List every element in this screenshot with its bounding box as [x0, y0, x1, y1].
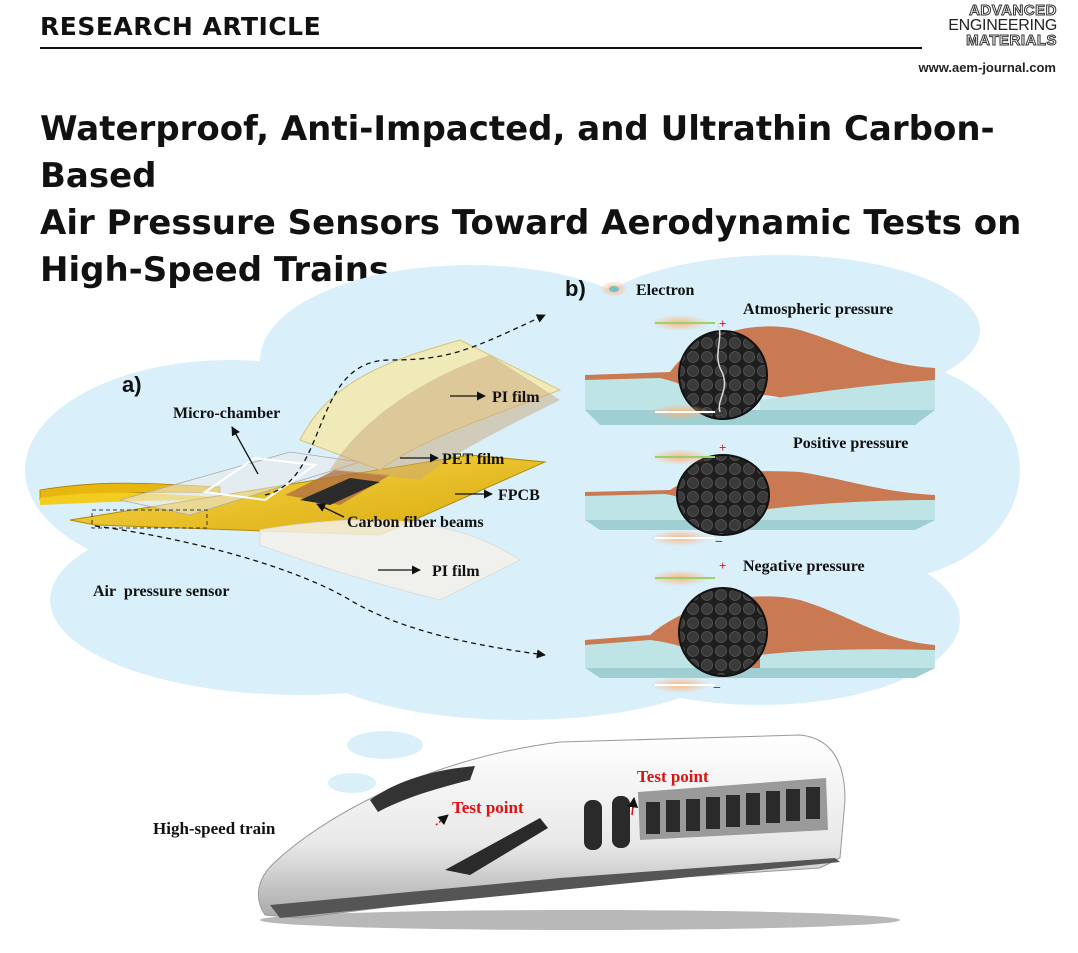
plus-sign-3: + — [719, 558, 726, 573]
plus-sign-2: + — [719, 440, 726, 455]
dashed-connector-bottom — [94, 525, 546, 659]
logo-line-2: ENGINEERING — [948, 17, 1057, 34]
micro-chamber-arrow — [231, 426, 259, 475]
title-line-3: High-Speed Trains — [40, 250, 390, 290]
journal-url[interactable]: www.aem-journal.com — [918, 60, 1057, 75]
minus-sign-1: − — [715, 409, 723, 424]
header-rule — [40, 47, 922, 49]
panel-a-label: a) — [122, 372, 142, 397]
minus-sign-3: − — [713, 681, 721, 696]
carbon-fiber-arrow — [316, 503, 345, 518]
pet-film-label: PET film — [442, 451, 505, 468]
micro-chamber-label: Micro-chamber — [173, 405, 280, 422]
negative-pressure-diagram: + − — [585, 558, 935, 696]
journal-logo[interactable]: ADVANCED ENGINEERING MATERIALS — [925, 2, 1057, 49]
fpcb-label: FPCB — [498, 487, 540, 504]
electron-legend-label: Electron — [636, 282, 694, 299]
title-line-2: Air Pressure Sensors Toward Aerodynamic … — [40, 203, 1022, 243]
logo-line-1: ADVANCED — [969, 2, 1057, 19]
pi-film-bottom-label: PI film — [432, 563, 480, 580]
high-speed-train-caption: High-speed train — [153, 819, 276, 838]
atmospheric-pressure-diagram: + − — [585, 315, 935, 425]
positive-pressure-diagram: + − — [585, 440, 935, 550]
panel-b-label: b) — [565, 276, 586, 301]
title-line-1: Waterproof, Anti-Impacted, and Ultrathin… — [40, 109, 995, 196]
carbon-fiber-beams-label: Carbon fiber beams — [347, 514, 484, 531]
pi-film-top-label: PI film — [492, 389, 540, 406]
article-title: Waterproof, Anti-Impacted, and Ultrathin… — [40, 106, 1040, 294]
negative-pressure-label: Negative pressure — [743, 558, 865, 575]
dashed-connector-top — [264, 314, 546, 496]
logo-line-3: MATERIALS — [966, 32, 1057, 49]
air-pressure-sensor-caption: Air pressure sensor — [93, 583, 229, 600]
atmospheric-pressure-label: Atmospheric pressure — [743, 301, 893, 318]
high-speed-train — [257, 734, 900, 930]
minus-sign-2: − — [715, 535, 723, 550]
electron-legend-icon — [609, 286, 619, 292]
positive-pressure-label: Positive pressure — [793, 435, 908, 452]
test-point-1-label: Test point — [452, 798, 524, 817]
plus-sign-1: + — [719, 316, 726, 331]
test-point-2-label: Test point — [637, 767, 709, 786]
section-label: RESEARCH ARTICLE — [40, 12, 322, 41]
